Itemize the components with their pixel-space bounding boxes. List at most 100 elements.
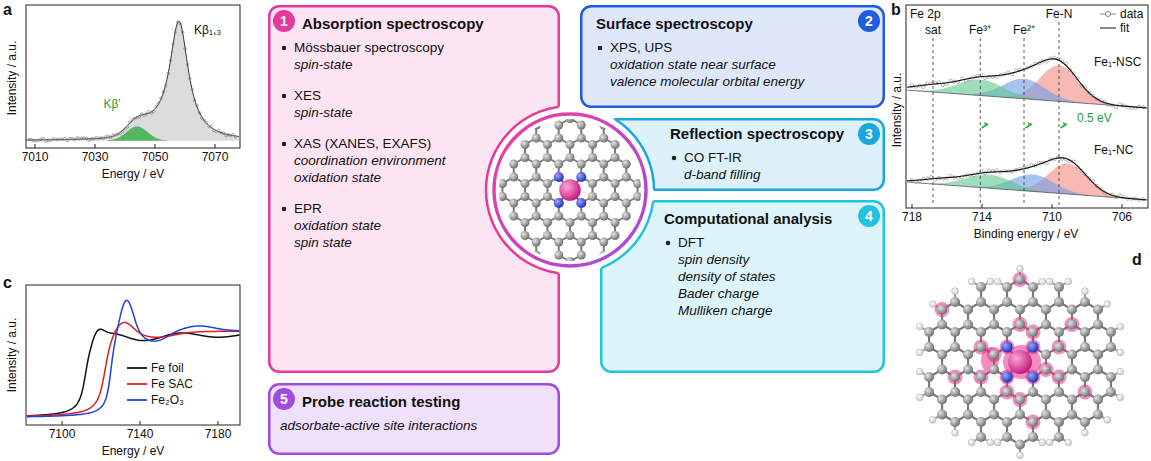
box-content: 4Computational analysisDFTspin densityde…: [600, 200, 885, 319]
atom: [1054, 342, 1064, 352]
atom: [924, 372, 934, 382]
atom: [1002, 327, 1012, 337]
xes-spectrum: [119, 132, 122, 135]
method-box: 2Surface spectroscopyXPS, UPSoxidation s…: [580, 5, 885, 108]
atom: [1104, 301, 1111, 308]
atom: [1001, 341, 1012, 352]
spin-density: [1013, 272, 1028, 287]
atom: [1080, 342, 1090, 352]
atom: [566, 114, 575, 123]
xes-spectrum: [210, 125, 213, 128]
atom: [916, 394, 923, 401]
atom: [937, 305, 947, 315]
legend-item: Fe₂O₃: [125, 393, 186, 407]
xes-spectrum: [189, 77, 192, 80]
atom: [1015, 305, 1025, 315]
method-property: Mulliken charge: [664, 302, 875, 319]
xps-spectrum: [1118, 194, 1121, 197]
atom: [1054, 297, 1064, 307]
atom: [1027, 371, 1038, 382]
atom: [1039, 439, 1046, 446]
legend-text: Fe foil: [151, 361, 184, 375]
atom: [987, 439, 994, 446]
xanes-spectrum: [26, 285, 240, 425]
xes-spectrum: [73, 138, 76, 141]
box-content: 3Reflection spectroscopyCO FT-IRd-band f…: [600, 118, 885, 183]
atom: [994, 439, 1001, 446]
atom: [1017, 452, 1024, 459]
xes-spectrum: [179, 23, 182, 26]
spin-density: [1077, 385, 1092, 400]
box-content: 1Absorption spectroscopyMössbauer spectr…: [268, 5, 560, 251]
legend-sample: [1100, 28, 1116, 29]
atom: [1041, 350, 1051, 360]
atom: [937, 365, 947, 375]
atom: [1041, 305, 1051, 315]
xps-spectrum: [922, 85, 925, 88]
xanes-spectrum: [27, 322, 240, 416]
box-outline: [581, 6, 884, 107]
atom: [916, 349, 923, 356]
atom: [976, 417, 986, 427]
method-property: valence molecular orbital energy: [596, 73, 875, 90]
atom: [1082, 288, 1089, 295]
atom: [952, 288, 959, 295]
xes-spectrum: [177, 21, 180, 24]
peak-label: Fe-N: [1046, 7, 1073, 21]
box-content: 5Probe reaction testingadsorbate-active …: [268, 383, 560, 434]
atom: [976, 297, 986, 307]
legend-text: Fe₂O₃: [151, 393, 184, 407]
xes-spectrum: [42, 137, 45, 140]
atom: [1093, 320, 1103, 330]
atom: [1117, 349, 1124, 356]
atom: [976, 432, 986, 442]
xes-spectrum: [155, 144, 156, 148]
spin-density: [1025, 370, 1040, 385]
atom: [963, 350, 973, 360]
legend-sample: [127, 395, 147, 405]
xes-spectrum: [124, 127, 127, 130]
spin-density: [1013, 317, 1028, 332]
atom: [566, 218, 575, 227]
legend-item: fit: [1098, 21, 1131, 35]
legend-item: data: [1098, 7, 1145, 21]
atom: [950, 342, 960, 352]
xps-spectrum: [1114, 106, 1117, 109]
atom: [1106, 387, 1116, 397]
step-number: 3: [858, 123, 880, 145]
legend-sample: [127, 367, 147, 369]
atom: [1046, 439, 1053, 446]
atom: [1008, 350, 1032, 374]
xes-spectrum: [153, 110, 156, 113]
peak-label: Fe₁-NSC: [1094, 55, 1141, 69]
xps-spectrum: [982, 204, 983, 208]
atom: [1017, 265, 1024, 272]
box-outline: [269, 384, 559, 454]
axis-title: Energy / eV: [102, 444, 165, 458]
atom: [1093, 350, 1103, 360]
spin-density: [1038, 362, 1053, 377]
atom: [1028, 387, 1038, 397]
tick-label: 714: [972, 210, 992, 224]
atom: [1054, 387, 1064, 397]
atom: [950, 297, 960, 307]
atom: [937, 410, 947, 420]
atom: [1028, 297, 1038, 307]
legend-text: data: [1120, 7, 1143, 21]
xes-spectrum: [95, 144, 96, 148]
xanes-spectrum: [26, 285, 240, 425]
method-item: DFT: [664, 234, 875, 251]
tick-label: 7050: [142, 150, 169, 164]
legend-text: Fe SAC: [151, 377, 193, 391]
atom: [1015, 275, 1025, 285]
atom: [566, 140, 575, 149]
atom: [963, 410, 973, 420]
atom: [924, 387, 934, 397]
atom: [1117, 323, 1124, 330]
spin-density-structure: [916, 265, 1123, 458]
atom: [588, 231, 597, 240]
box-heading: Absorption spectroscopy: [302, 14, 550, 33]
atom: [1002, 282, 1012, 292]
atom: [989, 410, 999, 420]
atom: [976, 387, 986, 397]
